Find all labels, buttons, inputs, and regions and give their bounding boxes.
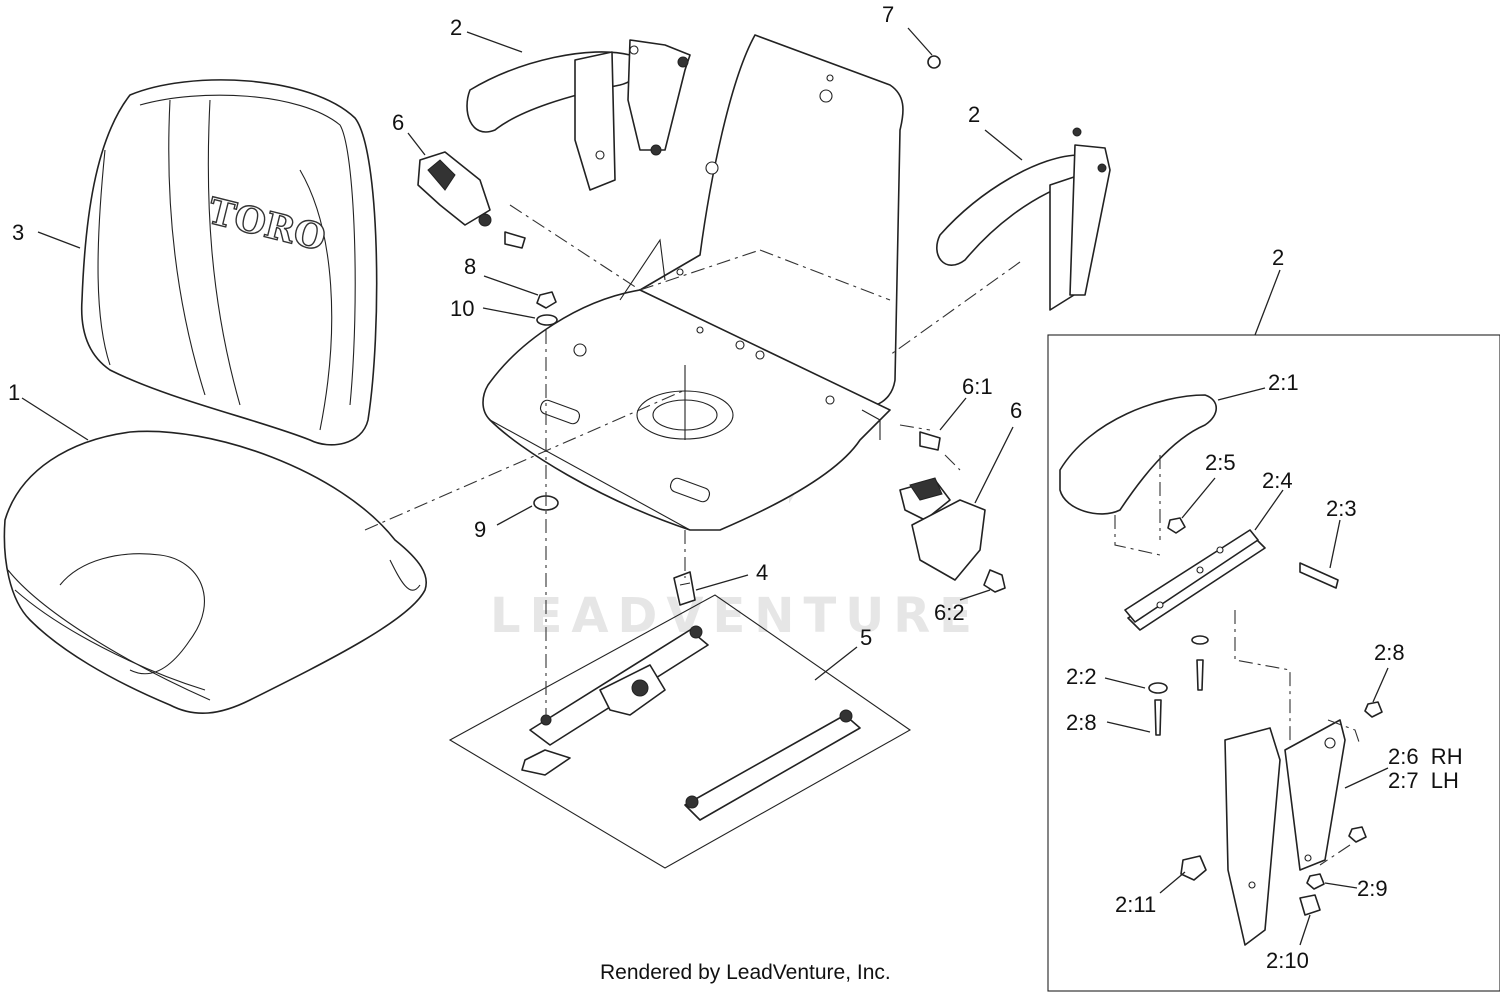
callout-6-left: 6 [392,110,404,135]
callout-5: 5 [860,625,872,650]
armrest-right [936,127,1111,311]
callout-6-right: 6 [1010,398,1022,423]
seat-frame [482,34,904,531]
belt-retractor-left [417,151,526,249]
callout-10: 10 [450,296,474,321]
callout-3: 3 [12,220,24,245]
seat-bottom-cushion [3,430,427,714]
assembly-lines [364,204,1361,866]
callout-2-right-armrest: 2 [968,102,980,127]
callout-labels: 1 2 2 2 3 4 5 6 6 6:1 6:2 7 8 9 10 2:1 2… [8,2,1463,973]
callout-2-7: 2:7 LH [1388,768,1459,793]
seat-back-cushion: TORO [80,79,378,446]
callout-2-5: 2:5 [1205,450,1236,475]
callout-1: 1 [8,380,20,405]
callout-2-detail: 2 [1272,245,1284,270]
callout-2-11: 2:11 [1115,892,1156,917]
leader-lines [21,27,1389,946]
render-credit: Rendered by LeadVenture, Inc. [600,961,891,984]
callout-2-9: 2:9 [1357,876,1388,901]
watermark-text: LEADVENTURE [490,588,981,644]
callout-2-left-armrest: 2 [450,15,462,40]
callout-6-2: 6:2 [934,600,965,625]
callout-7: 7 [882,2,894,27]
armrest-detail-box [1047,334,1500,992]
callout-4: 4 [756,560,768,585]
callout-2-8-upper: 2:8 [1374,640,1405,665]
callout-2-8-lower: 2:8 [1066,710,1097,735]
callout-6-1: 6:1 [962,374,993,399]
callout-8: 8 [464,254,476,279]
callout-2-10: 2:10 [1266,948,1309,973]
belt-buckle-right [899,431,1006,593]
callout-9: 9 [474,517,486,542]
callout-2-2: 2:2 [1066,664,1097,689]
callout-2-3: 2:3 [1326,496,1357,521]
callout-2-6: 2:6 RH [1388,744,1463,769]
armrest-left [466,39,691,191]
callout-2-4: 2:4 [1262,468,1293,493]
callout-2-1: 2:1 [1268,370,1299,395]
seat-slide-rails [448,594,912,869]
